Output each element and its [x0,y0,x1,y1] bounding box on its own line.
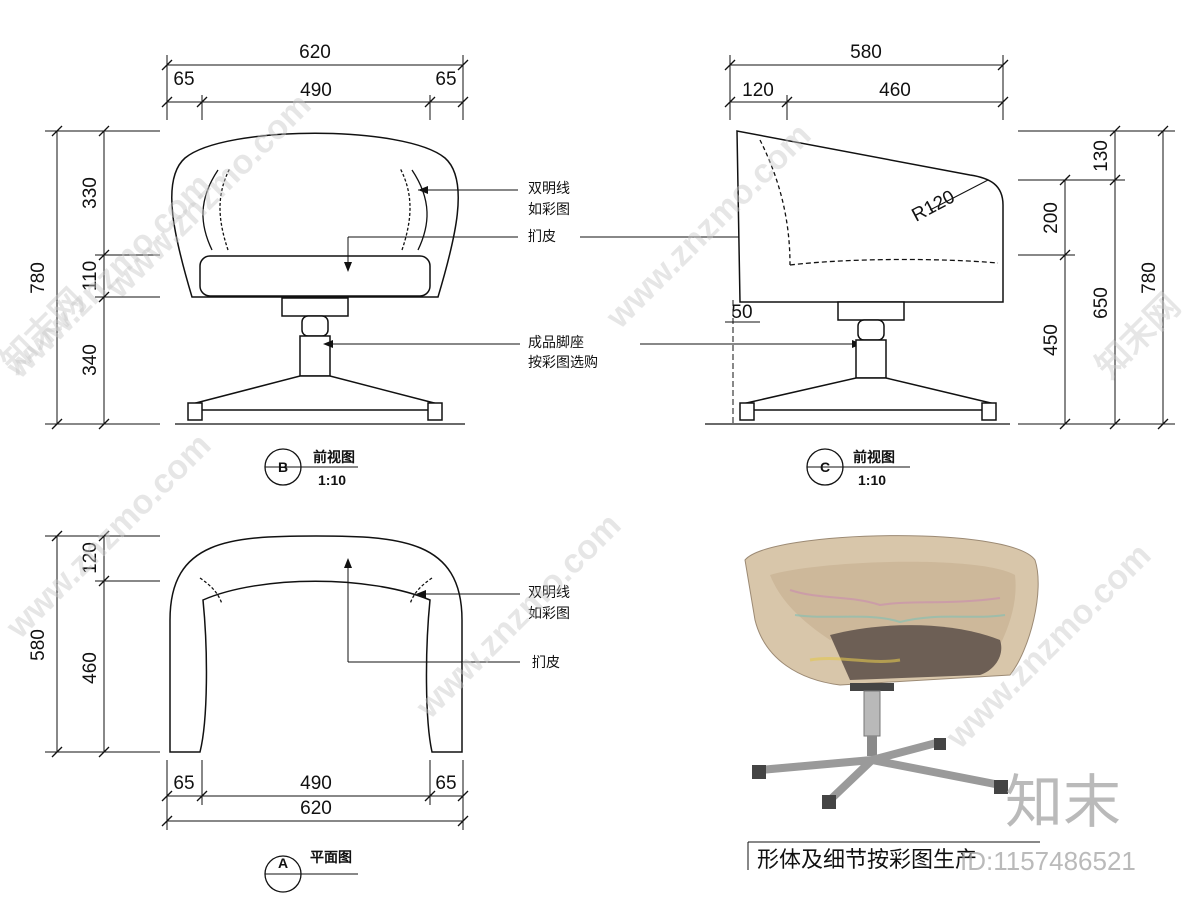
front-view-title: 前视图 [313,449,355,465]
callout-base: 成品脚座 [528,334,584,350]
side-view: 580 120 460 130 200 450 650 780 R120 [705,42,1175,488]
side-dim-right-total: 780 [1139,262,1160,294]
side-dim-right-arm: 650 [1091,287,1112,319]
plan-dim-left-total: 580 [28,629,49,661]
dim-top-right: 65 [435,69,456,90]
callout-as-photo: 如彩图 [528,201,570,217]
side-view-scale: 1:10 [858,472,886,488]
side-view-title: 前视图 [853,449,895,465]
side-dim-top-depth: 460 [879,80,911,101]
plan-callout-leather: 扪皮 [532,654,560,670]
callout-leather: 扪皮 [528,228,556,244]
dim-left-seat: 110 [80,261,101,291]
dim-left-back: 330 [80,177,101,209]
plan-dim-bottom-total: 620 [300,798,332,819]
side-offset: 50 [731,302,752,323]
dim-top-middle: 490 [300,80,332,101]
watermark-logo: 知末 [1005,770,1121,835]
chair-photo [744,535,1039,809]
side-dim-right-seat: 450 [1041,324,1062,356]
photo-caption: 形体及细节按彩图生产 [757,847,977,872]
callout-base-select: 按彩图选购 [528,354,598,370]
watermark-id: ID:1157486521 [960,846,1136,876]
plan-dim-bottom-middle: 490 [300,773,332,794]
dim-top-total: 620 [299,42,331,63]
badge-letter-a: A [278,855,288,871]
callout-double-stitch: 双明线 [528,180,570,196]
plan-dim-left-seat: 460 [80,652,101,684]
dim-top-left: 65 [173,69,194,90]
side-dim-top-front: 120 [742,80,774,101]
plan-callout-as-photo: 如彩图 [528,605,570,621]
plan-dim-left-back: 120 [80,542,101,574]
side-dim-right-top: 130 [1091,140,1112,172]
front-view-scale: 1:10 [318,472,346,488]
dim-left-total: 780 [28,262,49,294]
plan-dim-bottom-right: 65 [435,773,456,794]
dim-left-base: 340 [80,344,101,376]
plan-view: 580 120 460 双明线 如彩图 扪皮 65 490 65 620 A 平… [28,530,570,893]
side-dim-right-back: 200 [1041,202,1062,234]
front-view: 620 65 490 65 780 330 110 340 [28,42,862,488]
plan-dim-bottom-left: 65 [173,773,194,794]
plan-view-title: 平面图 [310,849,352,865]
plan-callout-double-stitch: 双明线 [528,584,570,600]
side-dim-top-total: 580 [850,42,882,63]
